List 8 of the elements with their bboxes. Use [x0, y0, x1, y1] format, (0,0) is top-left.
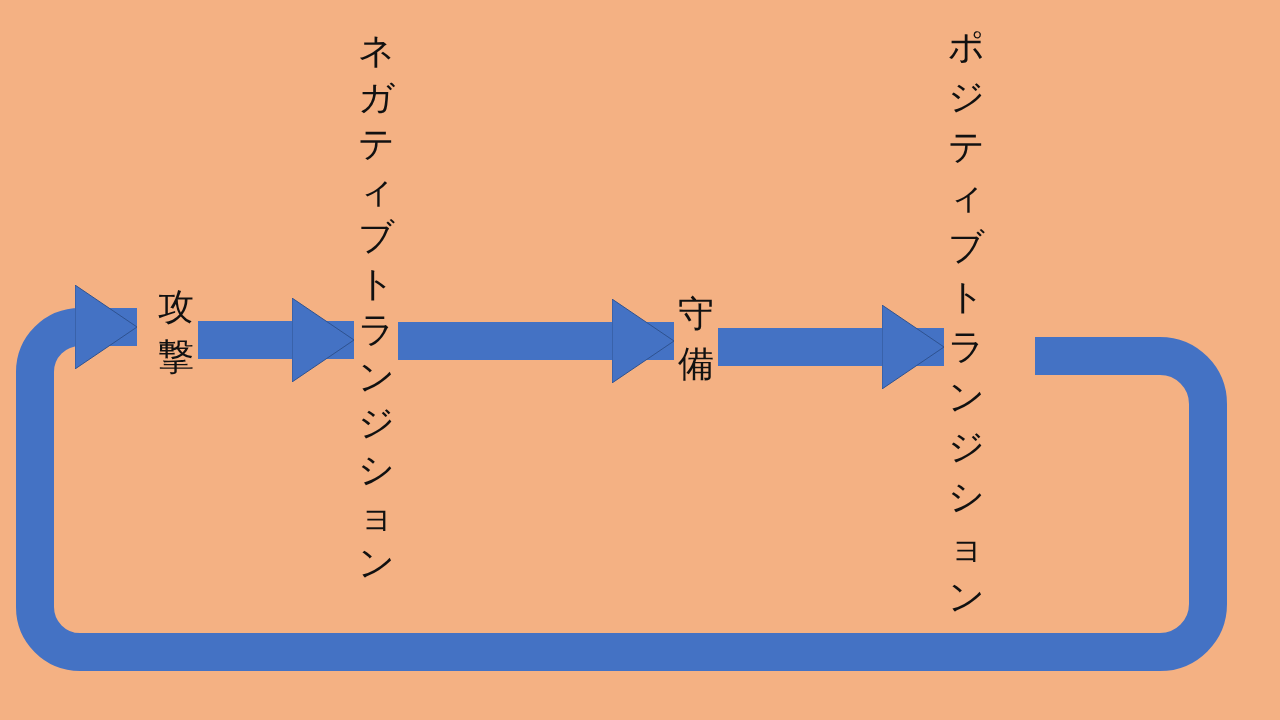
- vertical-label: 攻撃: [157, 282, 195, 382]
- vertical-label: ポジティブトランジション: [947, 22, 985, 622]
- vertical-label: 守備: [677, 289, 715, 389]
- block-arrow: [16, 284, 1227, 671]
- block-arrow: [198, 297, 355, 383]
- block-arrow: [718, 304, 945, 390]
- vertical-label: ネガティブトランジション: [357, 28, 395, 586]
- block-arrow: [398, 298, 675, 384]
